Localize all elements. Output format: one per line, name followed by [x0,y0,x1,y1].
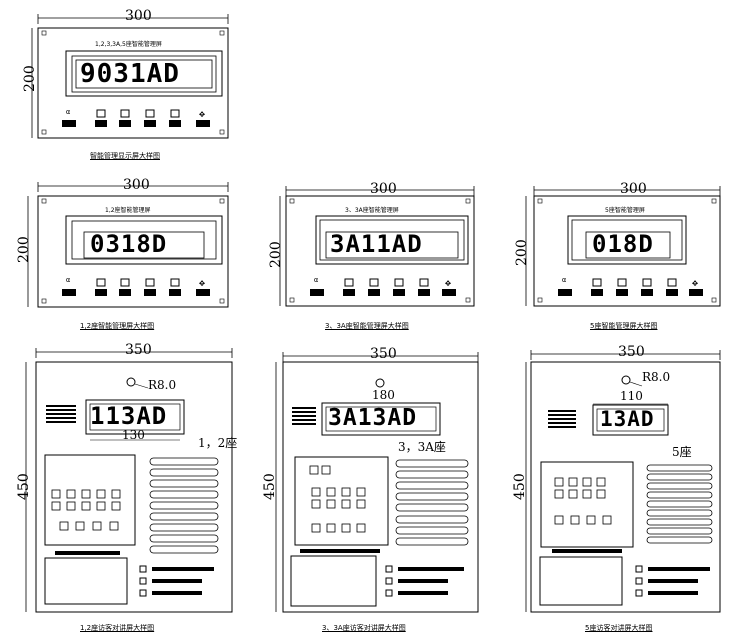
svg-text:✥: ✥ [445,278,451,289]
board-2-caption: 3、3A座访客对讲屏大样图 [322,624,406,632]
board-1-dim-bottom: 130 [122,428,145,442]
panel-1-display-digits: 9031AD [80,59,180,89]
panel-1-title: 1,2,3,3A,5座智能管理屏 [95,41,162,48]
dim-width-board-3: 350 [618,344,645,360]
board-3-block-label: 5座 [672,445,692,459]
dim-width-board-1: 350 [125,342,152,358]
panel-4-caption: 5座智能管理屏大样图 [590,322,658,330]
board-3-caption: 5座访客对讲屏大样图 [585,624,653,632]
svg-text:α: α [562,276,566,284]
svg-text:α: α [66,108,70,116]
svg-text:✥: ✥ [692,278,698,289]
panel-3-caption: 3、3A座智能管理屏大样图 [325,322,409,330]
board-1-caption: 1,2座访客对讲屏大样图 [80,624,155,632]
board-1-block-label: 1，2座 [198,436,238,450]
panel-1-buttons: α ✥ [62,108,210,127]
dim-width-panel-1: 300 [125,8,152,24]
panel-2-caption: 1,2座智能管理屏大样图 [80,322,155,330]
board-3-radius-label: R8.0 [642,370,671,384]
svg-text:✥: ✥ [199,109,205,120]
panel-3-title: 3、3A座智能管理屏 [345,207,399,214]
panel-2-title: 1,2座智能管理屏 [105,207,151,214]
panel-3-display-digits: 3A11AD [330,230,423,258]
svg-text:✥: ✥ [199,278,205,289]
board-1-radius-label: R8.0 [148,378,177,392]
svg-text:α: α [66,276,70,284]
dim-width-panel-2: 300 [123,177,150,193]
panel-4-display-digits: 018D [592,230,654,258]
board-3-dim-top: 110 [620,389,643,403]
board-2-display-digits: 3A13AD [328,405,418,431]
svg-text:α: α [314,276,318,284]
panel-1-caption: 智能管理显示屏大样图 [90,152,160,160]
panel-2-display-digits: 0318D [90,230,168,258]
board-3-display-digits: 13AD [600,407,655,431]
dim-width-panel-3: 300 [370,181,397,197]
board-1-display-digits: 113AD [90,402,168,430]
dim-width-panel-4: 300 [620,181,647,197]
board-2-block-label: 3，3A座 [398,440,446,454]
board-2-dim-top: 180 [372,388,395,402]
panel-4-title: 5座智能管理屏 [605,207,645,214]
dim-width-board-2: 350 [370,346,397,362]
